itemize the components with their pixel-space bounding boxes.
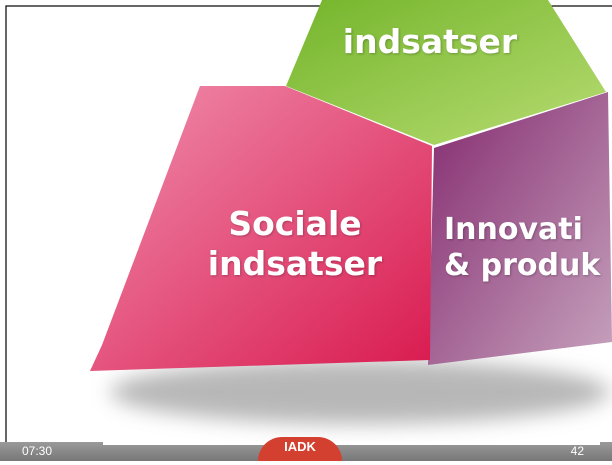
segment-right-line1: Innovati	[444, 212, 583, 247]
footer-divider	[103, 442, 600, 445]
segment-left-line2: indsatser	[207, 243, 383, 283]
segment-top-label: indsatser	[330, 22, 530, 62]
iadk-logo: IADK	[258, 437, 342, 461]
segment-left-label: Sociale indsatser	[195, 204, 395, 283]
segment-left-line1: Sociale	[228, 204, 362, 243]
segment-top-green	[286, 0, 606, 145]
segment-right-purple	[428, 92, 612, 365]
segment-right-label: Innovati & produk	[444, 212, 600, 284]
segment-right-line2: & produk	[444, 248, 601, 283]
segment-left-pink	[90, 86, 432, 371]
pyramid-shadow	[110, 360, 610, 424]
logo-text: IADK	[284, 439, 316, 454]
footer-page-number: 42	[570, 444, 584, 458]
segment-top-line1: indsatser	[342, 22, 518, 61]
footer-time: 07:30	[22, 444, 53, 458]
